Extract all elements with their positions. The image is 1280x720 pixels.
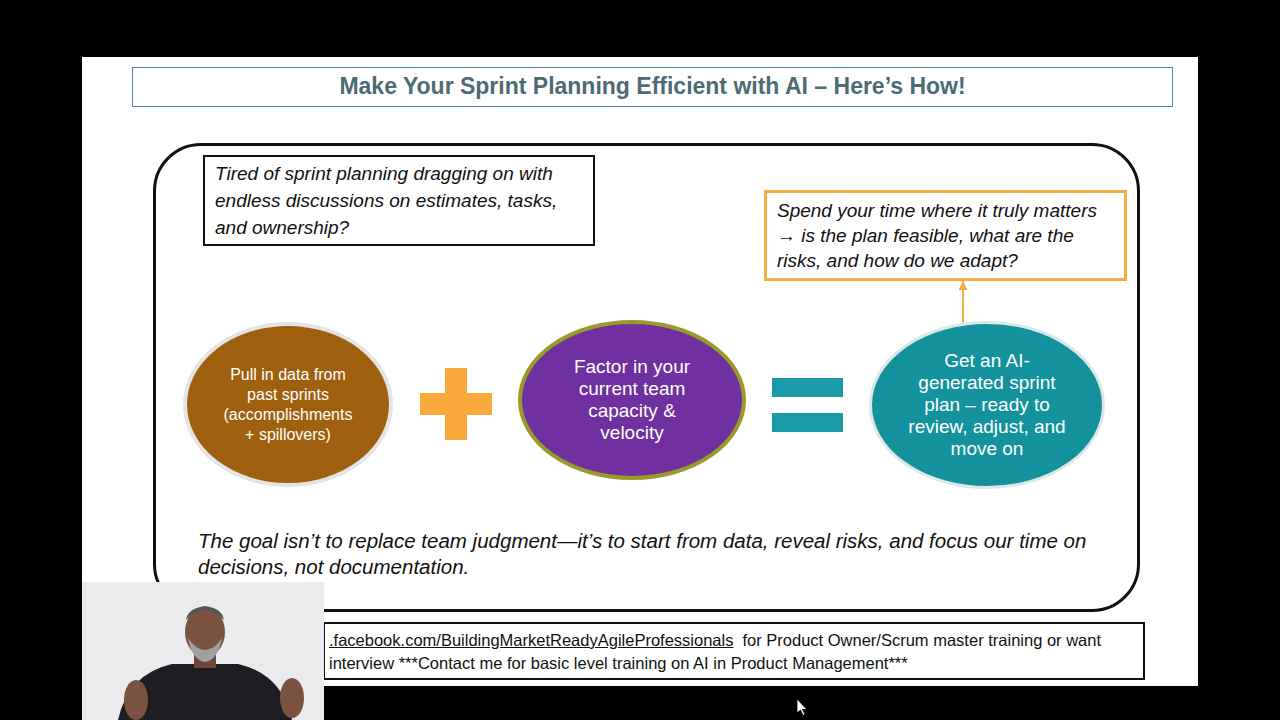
input-ellipse: Factor in your current team capacity & v… <box>518 320 746 480</box>
node-text: Spend your time where it truly matters →… <box>777 198 1114 273</box>
webcam-background <box>82 582 324 720</box>
plus-symbol <box>420 368 492 440</box>
person-beard <box>188 638 222 662</box>
output-ellipse: Get an AI-generated sprint plan – ready … <box>869 321 1105 489</box>
equals-bar <box>772 378 843 397</box>
node-text: Get an AI-generated sprint plan – ready … <box>905 350 1070 460</box>
node-text: Pull in data from past sprints (accompli… <box>218 365 358 445</box>
mouse-cursor <box>797 699 807 716</box>
ellipse-shape <box>185 324 391 485</box>
node-text: .facebook.com/BuildingMarketReadyAgilePr… <box>329 631 733 649</box>
footer-box: .facebook.com/BuildingMarketReadyAgilePr… <box>323 622 1145 680</box>
person-hair <box>186 606 224 620</box>
rounded-frame: The goal isn’t to replace team judgment—… <box>153 143 1140 612</box>
node-text: The goal isn’t to replace team judgment—… <box>198 528 1128 580</box>
connector-arrow <box>962 281 964 323</box>
ellipse-shape <box>520 322 744 478</box>
node-text: Factor in your current team capacity & v… <box>567 356 697 444</box>
node-text: Tired of sprint planning dragging on wit… <box>215 160 583 241</box>
slide-title: Make Your Sprint Planning Efficient with… <box>132 67 1173 107</box>
ellipse-outline <box>183 322 393 487</box>
callout-box: Spend your time where it truly matters →… <box>764 190 1127 281</box>
person-neck <box>194 648 216 668</box>
equals-bar <box>772 413 843 432</box>
person-hand <box>124 680 148 720</box>
ellipse-shape <box>871 323 1104 488</box>
person-body <box>118 664 292 720</box>
input-ellipse: Pull in data from past sprints (accompli… <box>183 322 393 487</box>
person-hand <box>280 678 304 718</box>
callout-box: Tired of sprint planning dragging on wit… <box>203 155 595 246</box>
person-head <box>185 607 225 657</box>
